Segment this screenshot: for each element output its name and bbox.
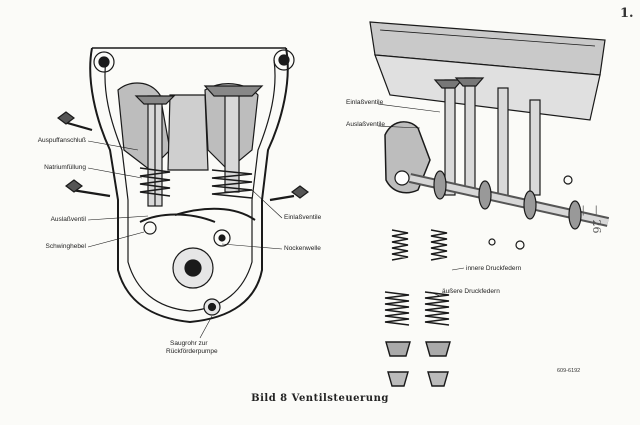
spring-parts bbox=[384, 229, 451, 387]
page-number: 1. bbox=[620, 6, 634, 21]
label-natriumfuellung: Natriumfüllung bbox=[44, 164, 86, 171]
label-einlassventile-right: Einlaßventile bbox=[346, 99, 384, 106]
label-saugrohr-line1: Saugrohr zur bbox=[170, 340, 208, 347]
page-number-side: — 26 — bbox=[577, 205, 603, 234]
label-auspuffanschluss: Auspuffanschluß bbox=[37, 137, 86, 144]
label-nockenwelle: Nockenwelle bbox=[284, 245, 321, 252]
reference-number: 609-6192 bbox=[557, 368, 581, 374]
label-auslassventil: Auslaßventil bbox=[50, 216, 86, 223]
figure-caption: Bild 8 Ventilsteuerung bbox=[251, 393, 389, 404]
valve-train-perspective bbox=[369, 21, 610, 297]
label-innere-druckfedern: innere Druckfedern bbox=[466, 265, 522, 272]
label-einlassventile-left: Einlaßventile bbox=[284, 214, 322, 221]
label-aeussere-druckfedern: äußere Druckfedern bbox=[442, 288, 500, 295]
label-saugrohr-line2: Rückförderpumpe bbox=[166, 348, 218, 355]
label-auslassventile-right: Auslaßventile bbox=[346, 121, 386, 128]
cylinder-head-section bbox=[57, 47, 309, 339]
label-schwinghebel: Schwinghebel bbox=[45, 243, 86, 250]
